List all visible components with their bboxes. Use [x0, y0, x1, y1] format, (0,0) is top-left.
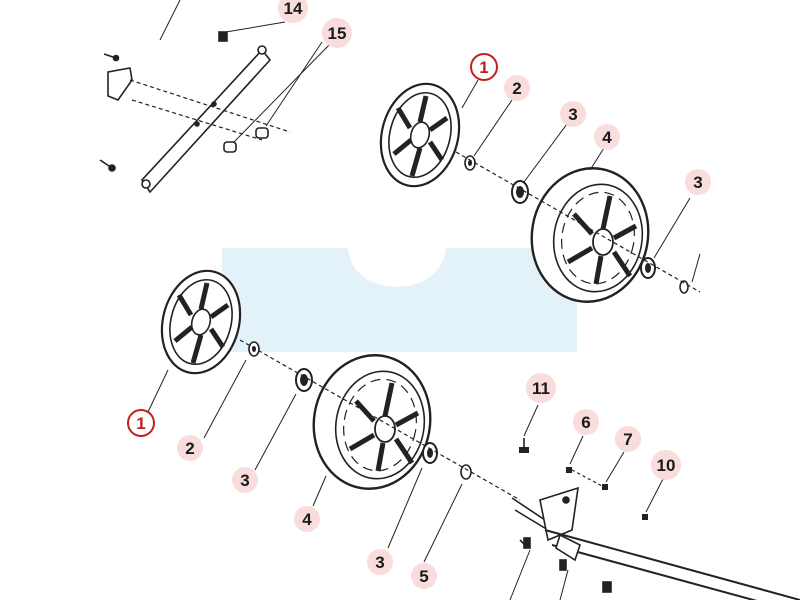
axle-bracket-assembly — [239, 339, 800, 600]
screw-10-icon — [642, 514, 648, 520]
callout-number: 11 — [532, 379, 550, 398]
callout-c11: 11 — [526, 373, 556, 403]
callout-c5: 5 — [411, 563, 437, 589]
callout-number: 4 — [302, 510, 312, 529]
callout-c4a: 4 — [594, 124, 620, 150]
callout-bubble — [177, 435, 203, 461]
bolt-15a-icon — [255, 127, 269, 139]
upper-hubcap — [379, 82, 461, 188]
callout-bubble — [594, 124, 620, 150]
lower-hubcap — [160, 269, 242, 375]
callout-c3edge: 3 — [685, 169, 711, 195]
lower-washer-5-icon — [460, 464, 472, 480]
upper-washer-2-icon — [464, 155, 476, 171]
callout-c2a: 2 — [504, 75, 530, 101]
callout-number: 10 — [657, 456, 676, 475]
callout-number: 1 — [136, 414, 145, 433]
callout-number: 2 — [185, 439, 194, 458]
screw-11-icon — [519, 438, 529, 453]
callout-c1a: 1 — [470, 53, 498, 81]
callout-bubble — [322, 18, 352, 48]
callout-number: 3 — [375, 553, 384, 572]
upper-leader-lines — [455, 79, 701, 293]
callout-c7: 7 — [615, 426, 641, 452]
screw-6-icon — [566, 467, 572, 473]
callout-c3a: 3 — [560, 101, 586, 127]
lower-washer-2-icon — [248, 341, 260, 357]
top-left-bracket-assembly — [99, 0, 333, 194]
callout-number: 2 — [512, 79, 521, 98]
lower-bearing-3-icon — [295, 368, 313, 392]
callout-bubble — [232, 467, 258, 493]
callout-number: 3 — [240, 471, 249, 490]
callout-c14: 14 — [278, 0, 308, 23]
callout-number: 6 — [581, 413, 590, 432]
callout-number: 4 — [602, 128, 612, 147]
callout-c3c: 3 — [367, 549, 393, 575]
callout-c2b: 2 — [177, 435, 203, 461]
lower-wheel — [312, 354, 432, 490]
callout-bubble — [560, 101, 586, 127]
small-parts-dashes — [571, 469, 605, 488]
callout-bubble — [470, 53, 498, 81]
callout-bubble — [294, 506, 320, 532]
callout-c6: 6 — [573, 409, 599, 435]
callout-bubble — [367, 549, 393, 575]
watermark-shape — [222, 248, 577, 352]
callout-labels: 14 15 1 2 3 4 3 1 2 3 4 3 5 11 6 7 10 — [127, 0, 711, 589]
callout-bubble — [615, 426, 641, 452]
callout-c3b: 3 — [232, 467, 258, 493]
callout-bubble — [526, 373, 556, 403]
screw-7-icon — [602, 484, 608, 490]
callout-bubble — [504, 75, 530, 101]
callout-number: 1 — [479, 58, 488, 77]
callout-bubble — [278, 0, 308, 23]
callout-bubble — [573, 409, 599, 435]
lower-leader-lines — [146, 359, 664, 600]
callout-c10: 10 — [651, 450, 681, 480]
callout-c15: 15 — [322, 18, 352, 48]
callout-bubble — [127, 409, 155, 437]
callout-number: 7 — [623, 430, 632, 449]
callout-number: 3 — [568, 105, 577, 124]
callout-bubble — [685, 169, 711, 195]
callout-bubble — [651, 450, 681, 480]
callout-number: 5 — [419, 567, 428, 586]
upper-wheel — [530, 167, 650, 303]
callout-number: 3 — [693, 173, 702, 192]
callout-bubble — [411, 563, 437, 589]
upper-small-washer-icon — [679, 280, 689, 294]
bolt-15b-icon — [223, 141, 237, 153]
nut-14-icon — [218, 31, 228, 42]
upper-bearing-3-icon — [511, 180, 529, 204]
upper-outer-bearing-icon — [640, 257, 656, 279]
callout-c4b: 4 — [294, 506, 320, 532]
callout-c1b: 1 — [127, 409, 155, 437]
callout-number: 14 — [284, 0, 303, 18]
callout-number: 15 — [328, 24, 347, 43]
